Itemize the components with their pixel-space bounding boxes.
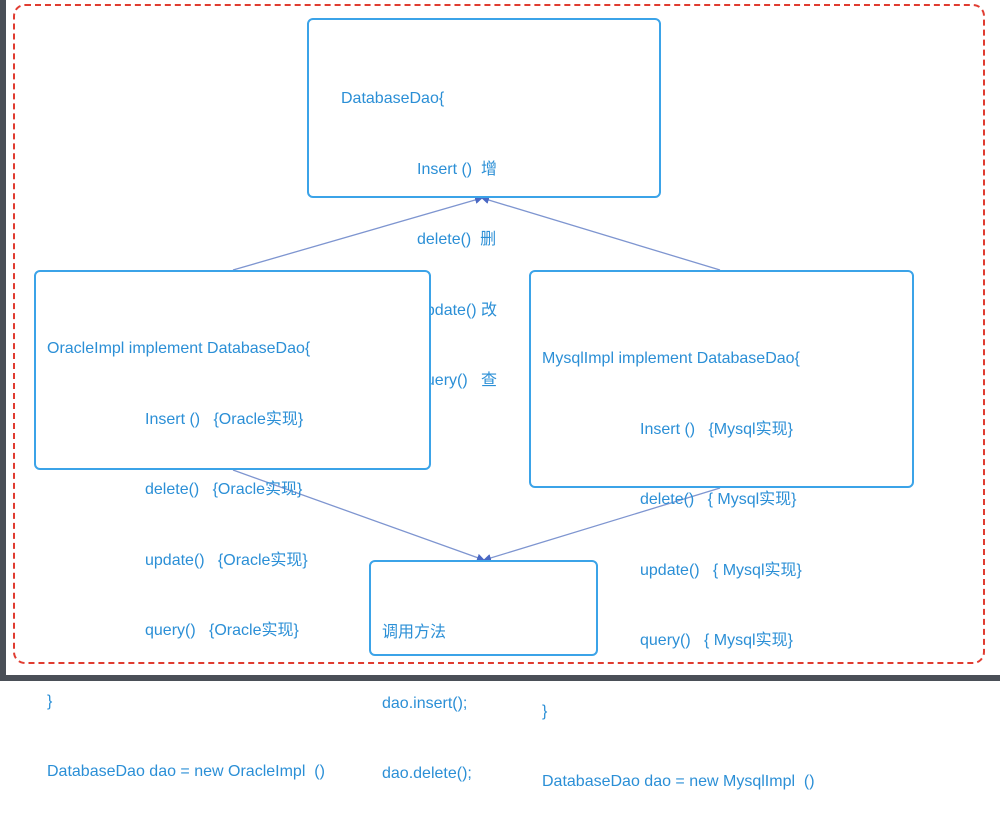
oracle-method-query: query() {Oracle实现} (145, 622, 299, 639)
oracle-footer: } (47, 692, 53, 710)
arrows-layer (232, 196, 721, 562)
call-methods-box: 调用方法 dao.insert(); dao.delete(); (369, 560, 598, 782)
dashed-frame (13, 4, 985, 664)
mysql-footer: } (542, 702, 548, 720)
call-line-insert: dao.insert(); (382, 694, 468, 712)
call-line-delete: dao.delete(); (382, 765, 472, 782)
oracle-header: OracleImpl implement DatabaseDao{ (47, 340, 311, 357)
oracle-instantiation: DatabaseDao dao = new OracleImpl () (47, 763, 325, 780)
interface-method-update: update() 改 (417, 301, 498, 319)
interface-header: DatabaseDao{ (341, 90, 445, 107)
arrow-oracle-to-call (232, 469, 485, 562)
arrow-mysql-to-interface (481, 196, 721, 271)
arrow-oracle-to-interface (232, 196, 483, 271)
mysql-impl-box: MysqlImpl implement DatabaseDao{ Insert … (529, 270, 914, 790)
interface-method-delete: delete() 删 (417, 231, 497, 248)
oracle-method-insert: Insert () {Oracle实现} (145, 410, 304, 428)
interface-method-insert: Insert () 增 (417, 160, 498, 178)
window-left-edge (0, 0, 6, 681)
interface-box: DatabaseDao{ Insert () 增 delete() 删 upda… (307, 18, 661, 460)
oracle-impl-box: OracleImpl implement DatabaseDao{ Insert… (34, 270, 431, 780)
mysql-method-query: query() { Mysql实现} (640, 632, 793, 649)
mysql-method-delete: delete() { Mysql实现} (640, 491, 797, 508)
mysql-method-update: update() { Mysql实现} (640, 561, 802, 579)
mysql-instantiation: DatabaseDao dao = new MysqlImpl () (542, 773, 815, 790)
oracle-method-delete: delete() {Oracle实现} (145, 481, 303, 498)
mysql-header: MysqlImpl implement DatabaseDao{ (542, 350, 800, 367)
call-title: 调用方法 (382, 624, 447, 641)
arrow-mysql-to-call (483, 487, 721, 562)
window-bottom-edge (0, 675, 1000, 681)
oracle-method-update: update() {Oracle实现} (145, 551, 308, 569)
mysql-method-insert: Insert () {Mysql实现} (640, 420, 793, 438)
